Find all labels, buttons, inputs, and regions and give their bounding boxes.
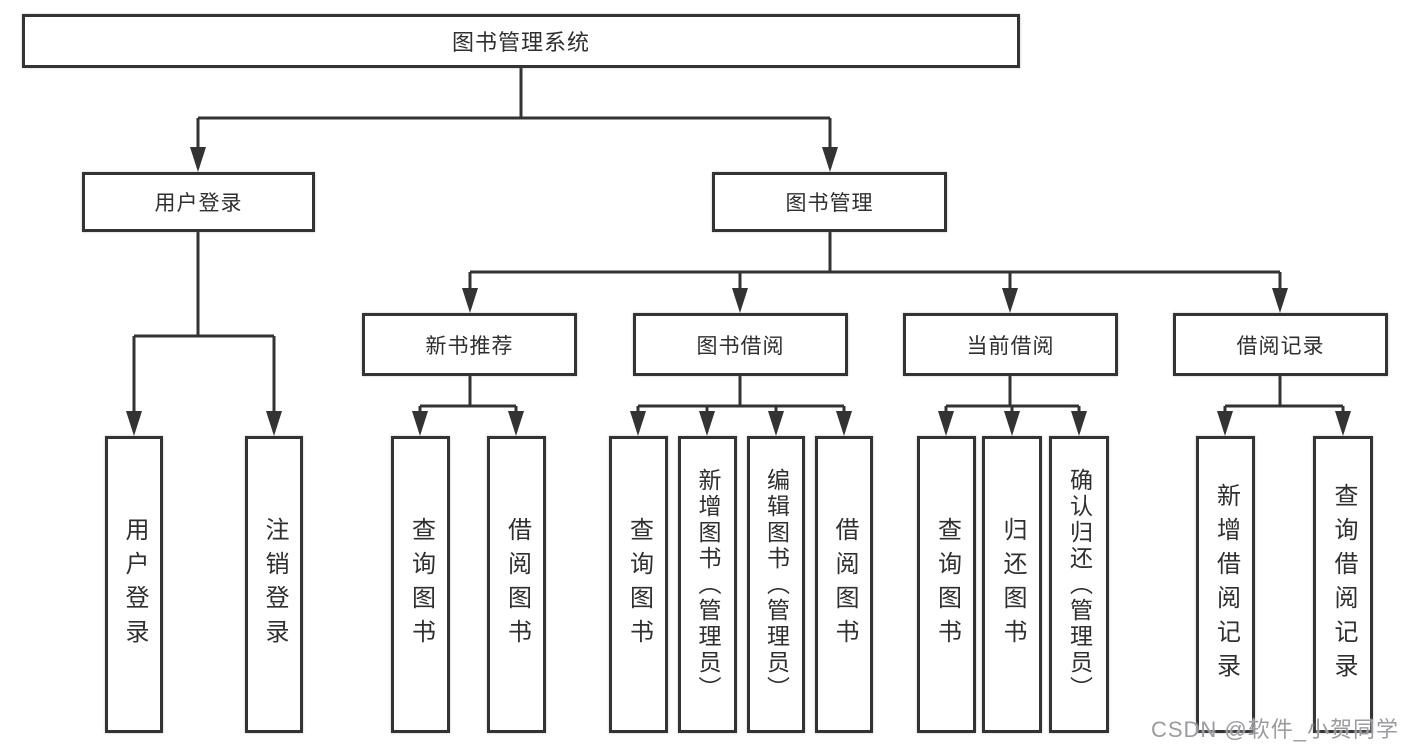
leaf-label: 归还图书 xyxy=(999,516,1026,653)
leaf-query-books-1: 查询图书 xyxy=(391,436,450,733)
leaf-label: 用户登录 xyxy=(121,516,148,653)
connector-lines xyxy=(132,68,1345,432)
node-label: 用户登录 xyxy=(154,192,243,215)
leaf-label: 借阅图书 xyxy=(831,516,858,653)
leaf-label: 确认归还（管理员） xyxy=(1066,467,1093,702)
node-label: 借阅记录 xyxy=(1236,334,1325,358)
leaf-label: 查询图书 xyxy=(625,516,653,653)
node-label: 图书管理 xyxy=(785,192,874,215)
leaf-label: 查询图书 xyxy=(407,516,435,653)
leaf-query-borrow-record: 查询借阅记录 xyxy=(1313,436,1373,733)
leaf-confirm-return-admin: 确认归还（管理员） xyxy=(1049,436,1109,733)
leaf-query-books-2: 查询图书 xyxy=(609,436,668,733)
leaf-add-books-admin: 新增图书（管理员） xyxy=(678,436,737,733)
node-label: 图书借阅 xyxy=(696,334,785,358)
leaf-label: 查询借阅记录 xyxy=(1330,482,1357,687)
leaf-return-books: 归还图书 xyxy=(982,436,1042,733)
node-new-book-recommendation: 新书推荐 xyxy=(362,313,577,376)
leaf-add-borrow-record: 新增借阅记录 xyxy=(1196,436,1255,733)
leaf-label: 新增借阅记录 xyxy=(1212,482,1240,687)
leaf-label: 借阅图书 xyxy=(503,516,531,653)
node-label: 图书管理系统 xyxy=(451,30,590,55)
leaf-query-books-3: 查询图书 xyxy=(917,436,976,733)
node-user-login: 用户登录 xyxy=(82,172,315,232)
leaf-label: 编辑图书（管理员） xyxy=(763,467,790,702)
arrowheads xyxy=(126,147,1351,436)
node-label: 新书推荐 xyxy=(425,334,514,358)
leaf-label: 新增图书（管理员） xyxy=(695,467,721,702)
node-label: 当前借阅 xyxy=(966,334,1055,358)
node-current-borrowing: 当前借阅 xyxy=(903,313,1118,376)
leaf-user-login: 用户登录 xyxy=(105,436,163,733)
node-borrowing-records: 借阅记录 xyxy=(1173,313,1388,376)
node-root-library-management-system: 图书管理系统 xyxy=(22,14,1020,68)
node-book-management: 图书管理 xyxy=(712,172,947,232)
leaf-label: 注销登录 xyxy=(261,516,288,653)
leaf-label: 查询图书 xyxy=(933,516,961,653)
leaf-edit-books-admin: 编辑图书（管理员） xyxy=(747,436,805,733)
leaf-borrow-books-2: 借阅图书 xyxy=(815,436,873,733)
node-book-borrowing: 图书借阅 xyxy=(633,313,848,376)
csdn-watermark: CSDN @软件_小贺同学 xyxy=(1150,717,1399,742)
leaf-borrow-books-1: 借阅图书 xyxy=(487,436,546,733)
leaf-logout: 注销登录 xyxy=(245,436,303,733)
